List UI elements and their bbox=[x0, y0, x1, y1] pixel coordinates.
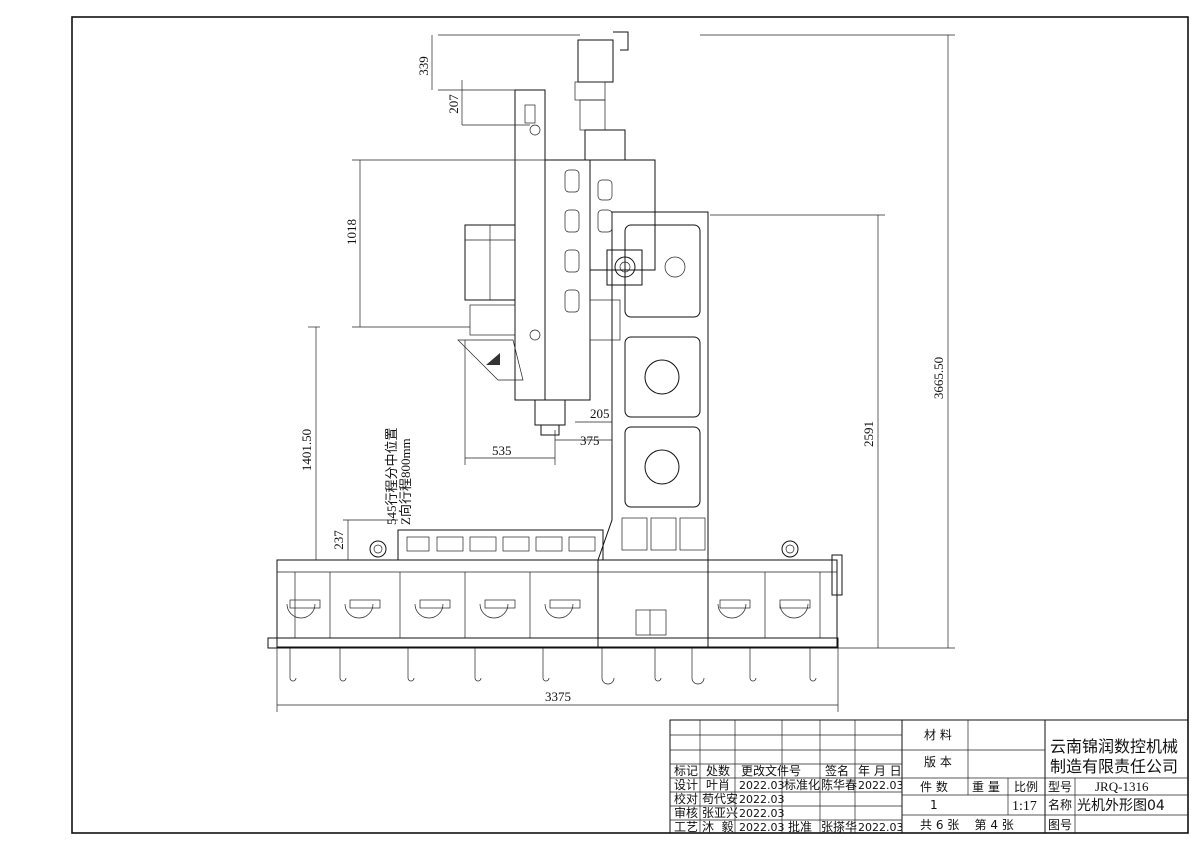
tb-row2-name: 苟代安 bbox=[702, 791, 738, 806]
tb-name-value: 光机外形图04 bbox=[1077, 798, 1165, 814]
tb-row4-role: 工艺 bbox=[674, 820, 698, 834]
tb-header-date: 年 月 日 bbox=[858, 764, 902, 778]
tb-scale-label: 比例 bbox=[1014, 780, 1038, 794]
tb-row4-name: 沐 毅 bbox=[702, 819, 734, 834]
title-block bbox=[669, 719, 1189, 834]
dim-207: 207 bbox=[446, 94, 461, 114]
tb-row1-role: 设计 bbox=[674, 778, 698, 792]
tb-row1-role2: 标准化 bbox=[784, 778, 820, 792]
dim-2591: 2591 bbox=[861, 421, 876, 447]
dim-237: 237 bbox=[331, 530, 346, 550]
tb-row3-date: 2022.03 bbox=[739, 807, 785, 820]
tb-drawing-no-label: 图号 bbox=[1048, 818, 1072, 832]
dim-3665: 3665.50 bbox=[931, 357, 946, 399]
tb-row1-date2: 2022.03 bbox=[858, 779, 904, 792]
dim-339: 339 bbox=[416, 56, 431, 76]
note-stroke-position: 545行程分中位置 bbox=[384, 427, 399, 525]
tb-row2-date: 2022.03 bbox=[739, 793, 785, 806]
tb-row4-date: 2022.03 bbox=[739, 821, 785, 834]
dim-205: 205 bbox=[590, 406, 610, 421]
machine-outline bbox=[267, 31, 843, 685]
tb-row3-role: 审核 bbox=[674, 805, 698, 820]
dimension-lines: 339 207 1018 1401.50 237 3665.50 2591 20… bbox=[276, 34, 955, 712]
tb-row1-date: 2022.03 bbox=[739, 779, 785, 792]
tb-weight-label: 重 量 bbox=[972, 780, 1000, 794]
drawing-border bbox=[71, 16, 1189, 834]
tb-name-label: 名称 bbox=[1048, 797, 1072, 812]
tb-count-label: 件 数 bbox=[920, 779, 948, 794]
tb-row4-name2: 张搽华 bbox=[821, 819, 857, 834]
tb-header-doc: 更改文件号 bbox=[741, 763, 801, 778]
tb-header-mark: 标记 bbox=[674, 764, 698, 778]
tb-model-label: 型号 bbox=[1048, 780, 1072, 794]
tb-count-value: 1 bbox=[930, 798, 938, 812]
note-z-travel: Z向行程800mm bbox=[398, 438, 413, 525]
tb-row1-name: 叶肖 bbox=[706, 778, 730, 792]
tb-row4-role2: 批准 bbox=[788, 819, 812, 834]
dim-375: 375 bbox=[580, 433, 600, 448]
tb-company-line1: 云南锦润数控机械 bbox=[1050, 737, 1178, 756]
tb-row1-name2: 陈华春 bbox=[821, 777, 857, 792]
dim-1018: 1018 bbox=[344, 219, 359, 245]
dim-535: 535 bbox=[492, 443, 512, 458]
tb-scale-value: 1:17 bbox=[1012, 799, 1037, 814]
tb-header-sign: 签名 bbox=[825, 763, 849, 778]
tb-material-label: 材 料 bbox=[924, 728, 952, 742]
tb-row4-date2: 2022.03 bbox=[858, 821, 904, 834]
tb-row3-name: 张亚兴 bbox=[702, 806, 738, 820]
tb-model-value: JRQ-1316 bbox=[1095, 779, 1149, 794]
tb-sheets: 共 6 张 第 4 张 bbox=[920, 818, 1014, 832]
tb-row2-role: 校对 bbox=[674, 791, 698, 806]
tb-version-label: 版 本 bbox=[924, 755, 952, 769]
dim-3375: 3375 bbox=[545, 689, 571, 704]
dim-1401: 1401.50 bbox=[299, 429, 314, 471]
tb-company-line2: 制造有限责任公司 bbox=[1050, 757, 1178, 776]
tb-header-qty: 处数 bbox=[706, 763, 730, 778]
